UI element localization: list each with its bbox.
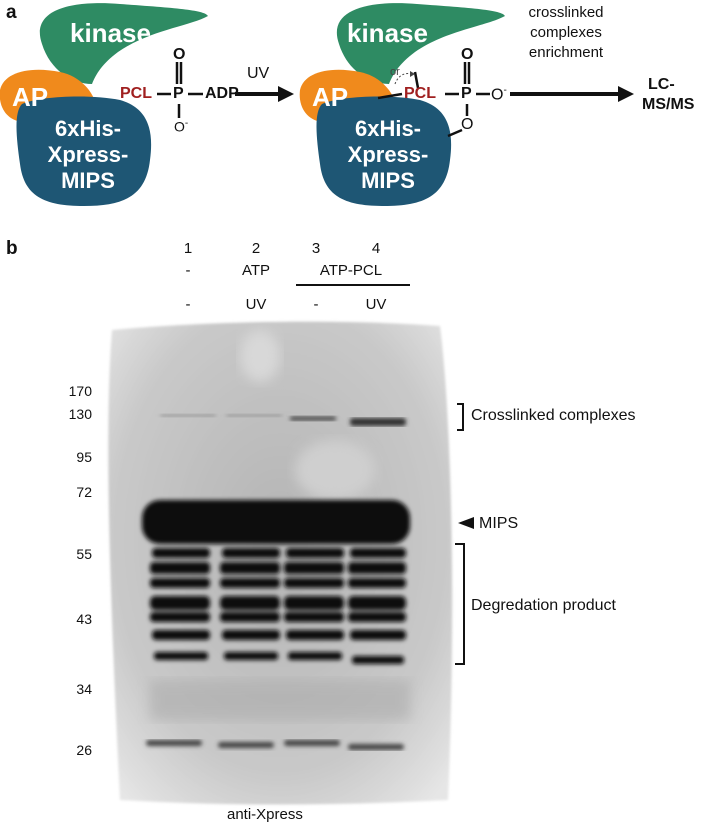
uv-label: UV: [247, 65, 270, 82]
mw-43: 43: [76, 611, 92, 627]
o-bottom-right: O: [461, 116, 474, 133]
mw-26: 26: [76, 742, 92, 758]
mips-label-left-1: 6xHis-: [54, 116, 122, 141]
pcl-left: PCL: [120, 85, 152, 102]
lane-2-uv: UV: [245, 296, 267, 313]
panel-a-letter: a: [6, 2, 17, 23]
lane-4-uv: UV: [365, 296, 387, 313]
mw-130: 130: [68, 406, 92, 422]
mw-34: 34: [76, 681, 92, 697]
mw-72: 72: [76, 484, 92, 500]
mw-170: 170: [68, 383, 92, 399]
enrichment-line-3: enrichment: [528, 44, 604, 61]
mw-55: 55: [76, 546, 92, 562]
lane-2-number: 2: [251, 240, 261, 257]
o-top-left: O: [173, 46, 186, 63]
degradation-product-label: Degredation product: [471, 597, 616, 614]
lane-1-uv: -: [185, 296, 191, 313]
lanes-3-4-treatment: ATP-PCL: [319, 262, 383, 279]
kinase-shape-left: [39, 3, 208, 84]
mips-band-label: MIPS: [479, 515, 519, 532]
lcms-line-2: MS/MS: [642, 96, 695, 113]
mips-shape-left: [16, 96, 152, 206]
mips-label-left-3: MIPS: [61, 168, 115, 193]
o-bottom-left: O-: [174, 118, 189, 135]
o-right: O-: [491, 85, 507, 104]
p-right: P: [461, 85, 472, 102]
panel-b-letter: b: [6, 238, 18, 259]
lane-1-number: 1: [183, 240, 193, 257]
antibody-label: anti-Xpress: [227, 806, 303, 823]
ap-label-right: AP: [312, 82, 349, 112]
mips-label-right-2: Xpress-: [347, 142, 429, 167]
lcms-line-1: LC-: [648, 76, 675, 93]
crosslinked-complexes-label: Crosslinked complexes: [471, 407, 636, 424]
ap-label-left: AP: [12, 82, 49, 112]
kinase-shape-right: [336, 3, 505, 84]
lane-2-treatment: ATP: [241, 262, 271, 279]
pcl-right: PCL: [404, 85, 436, 102]
lane-3-uv: -: [313, 296, 319, 313]
mips-label-right-3: MIPS: [361, 168, 415, 193]
lane-1-treatment: -: [185, 262, 191, 279]
mips-shape-right: [316, 96, 452, 206]
enrichment-line-1: crosslinked: [528, 4, 604, 21]
adp-left: ADP: [205, 85, 239, 102]
p-left: P: [173, 85, 184, 102]
kinase-label-left: kinase: [70, 18, 151, 48]
mips-label-right-1: 6xHis-: [354, 116, 422, 141]
or-label: or: [390, 66, 400, 78]
kinase-label-right: kinase: [347, 18, 428, 48]
lane-4-number: 4: [371, 240, 381, 257]
mips-label-left-2: Xpress-: [47, 142, 129, 167]
o-top-right: O: [461, 46, 474, 63]
mw-95: 95: [76, 449, 92, 465]
enrichment-line-2: complexes: [530, 24, 602, 41]
lane-3-number: 3: [311, 240, 321, 257]
atp-pcl-underline: [296, 284, 410, 286]
